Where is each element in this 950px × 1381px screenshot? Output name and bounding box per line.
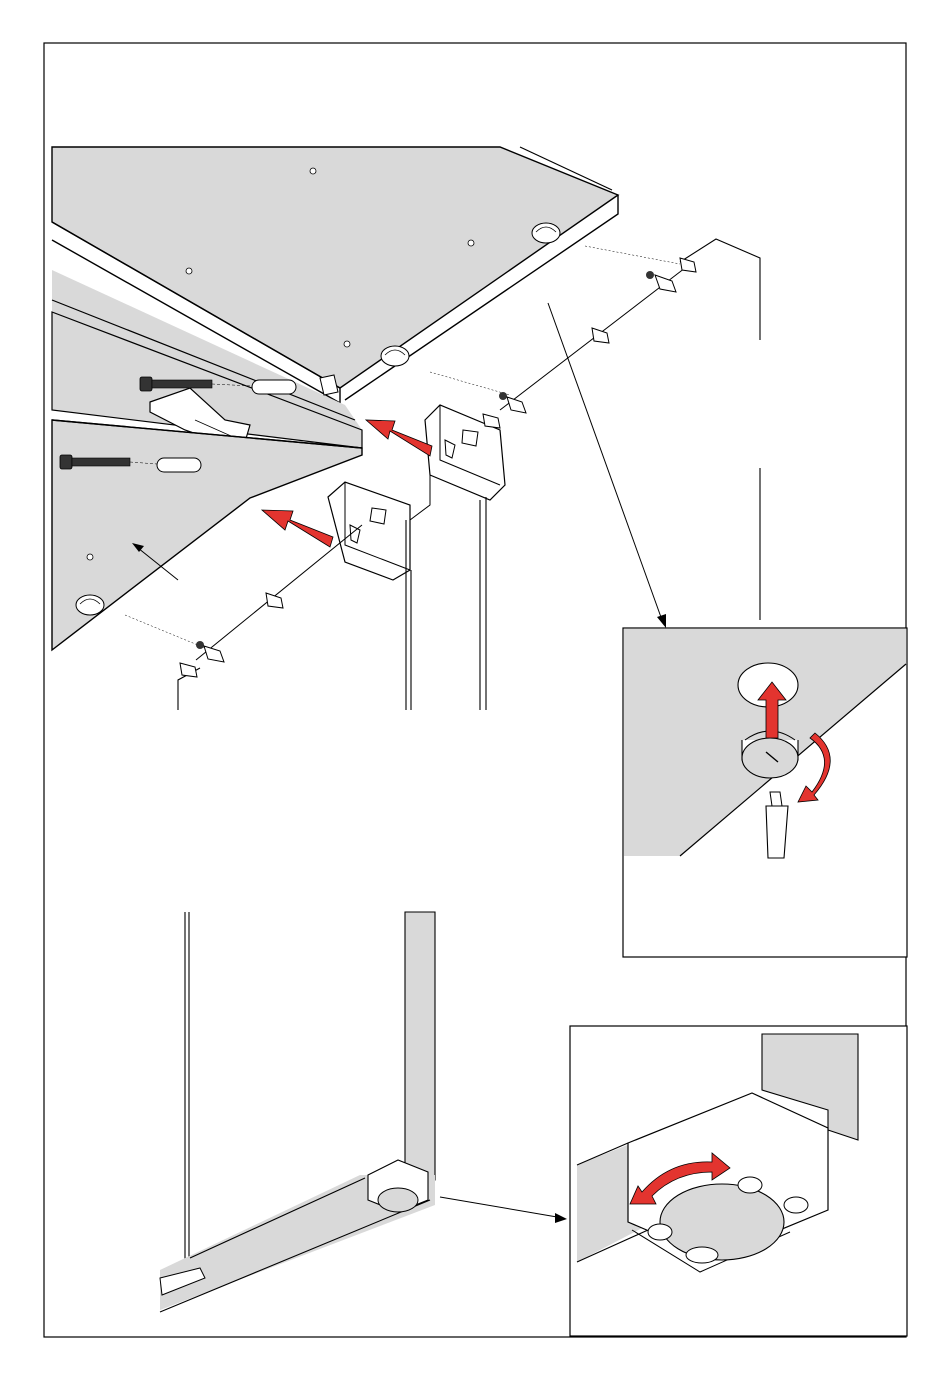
red-push-arrow-icon — [366, 420, 432, 456]
dowel-icon — [483, 414, 500, 428]
panel-hole — [344, 341, 350, 347]
cabinet-lower-view — [160, 912, 435, 1312]
dowel-icon — [266, 593, 283, 608]
slot-hole — [252, 380, 296, 394]
panel-hole — [186, 268, 192, 274]
corner-bracket-lower — [328, 482, 410, 580]
cam-recess — [532, 223, 560, 243]
red-push-arrow-icon — [262, 510, 333, 547]
cam-lock-icon — [499, 392, 526, 413]
panel-hole — [310, 168, 316, 174]
dowel-icon — [680, 258, 696, 272]
panel-hole — [468, 240, 474, 246]
cam-lock-icon — [196, 641, 224, 662]
cam-recess — [381, 346, 409, 366]
panel-hole — [87, 554, 93, 560]
detail-leader-cam — [548, 303, 662, 620]
dowel-icon — [592, 328, 609, 343]
cam-recess — [76, 595, 104, 615]
detail-leader-foot — [440, 1197, 557, 1217]
dowel-icon — [180, 663, 197, 677]
side-legs-upper — [406, 497, 486, 710]
cam-lock-detail — [623, 628, 907, 957]
slot-hole — [157, 458, 201, 472]
right-side-panel — [680, 239, 760, 620]
cam-lock-icon — [646, 271, 676, 292]
leveling-foot-detail — [570, 1026, 907, 1336]
